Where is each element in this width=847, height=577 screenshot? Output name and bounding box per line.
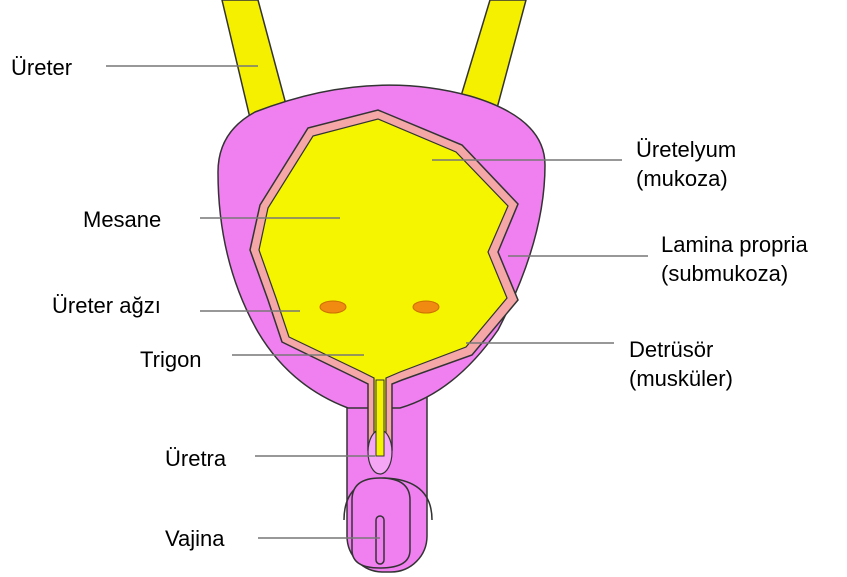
- label-urothelium-line1: Üretelyum: [636, 137, 736, 163]
- label-mesane: Mesane: [83, 207, 161, 233]
- label-lamina-line1: Lamina propria: [661, 232, 808, 258]
- label-trigon: Trigon: [140, 347, 202, 373]
- label-uretra: Üretra: [165, 446, 226, 472]
- label-vajina: Vajina: [165, 526, 225, 552]
- label-ureter-orifice: Üreter ağzı: [52, 293, 161, 319]
- label-lamina-line2: (submukoza): [661, 261, 788, 287]
- ureter-orifice-right: [413, 301, 439, 313]
- vagina-canal: [376, 516, 384, 564]
- label-ureter: Üreter: [11, 55, 72, 81]
- label-urothelium-line2: (mukoza): [636, 166, 728, 192]
- ureter-left: [222, 0, 288, 118]
- label-detrusor-line1: Detrüsör: [629, 337, 713, 363]
- ureter-orifice-left: [320, 301, 346, 313]
- label-detrusor-line2: (musküler): [629, 366, 733, 392]
- urethra-lumen: [376, 380, 384, 456]
